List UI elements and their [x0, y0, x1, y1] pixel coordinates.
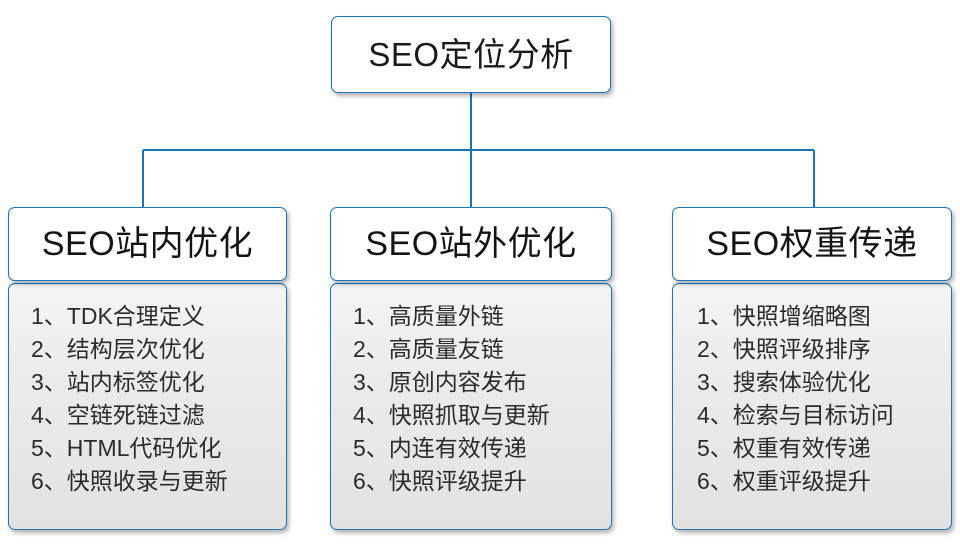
root-node-title: SEO定位分析 [368, 36, 574, 73]
list-item: 4、空链死链过滤 [31, 402, 205, 428]
list-item: 2、高质量友链 [353, 336, 504, 362]
branch-header-title-2: SEO站外优化 [365, 225, 577, 263]
list-item: 1、快照增缩略图 [697, 303, 871, 329]
list-item: 5、权重有效传递 [697, 435, 871, 461]
list-item: 4、快照抓取与更新 [353, 402, 550, 428]
item-list-3: 1、快照增缩略图 2、快照评级排序 3、搜索体验优化 4、检索与目标访问 5、权… [673, 300, 951, 498]
branch-column-2: SEO站外优化 1、高质量外链 2、高质量友链 3、原创内容发布 4、快照抓取与… [330, 207, 612, 530]
list-item: 3、搜索体验优化 [697, 369, 871, 395]
branch-column-3: SEO权重传递 1、快照增缩略图 2、快照评级排序 3、搜索体验优化 4、检索与… [672, 207, 952, 530]
root-node[interactable]: SEO定位分析 [331, 16, 611, 93]
branch-header-1[interactable]: SEO站内优化 [8, 207, 287, 281]
list-item: 6、快照评级提升 [353, 468, 527, 494]
branch-header-3[interactable]: SEO权重传递 [672, 207, 952, 281]
branch-body-3: 1、快照增缩略图 2、快照评级排序 3、搜索体验优化 4、检索与目标访问 5、权… [672, 283, 952, 530]
branch-column-1: SEO站内优化 1、TDK合理定义 2、结构层次优化 3、站内标签优化 4、空链… [8, 207, 287, 530]
list-item: 1、TDK合理定义 [31, 303, 205, 329]
item-list-2: 1、高质量外链 2、高质量友链 3、原创内容发布 4、快照抓取与更新 5、内连有… [331, 300, 611, 498]
list-item: 1、高质量外链 [353, 303, 504, 329]
list-item: 5、内连有效传递 [353, 435, 527, 461]
list-item: 2、结构层次优化 [31, 336, 205, 362]
list-item: 3、原创内容发布 [353, 369, 527, 395]
branch-header-2[interactable]: SEO站外优化 [330, 207, 612, 281]
list-item: 6、权重评级提升 [697, 468, 871, 494]
list-item: 6、快照收录与更新 [31, 468, 228, 494]
list-item: 2、快照评级排序 [697, 336, 871, 362]
list-item: 3、站内标签优化 [31, 369, 205, 395]
branch-body-1: 1、TDK合理定义 2、结构层次优化 3、站内标签优化 4、空链死链过滤 5、H… [8, 283, 287, 530]
item-list-1: 1、TDK合理定义 2、结构层次优化 3、站内标签优化 4、空链死链过滤 5、H… [9, 300, 286, 498]
branch-body-2: 1、高质量外链 2、高质量友链 3、原创内容发布 4、快照抓取与更新 5、内连有… [330, 283, 612, 530]
list-item: 4、检索与目标访问 [697, 402, 894, 428]
list-item: 5、HTML代码优化 [31, 435, 222, 461]
branch-header-title-1: SEO站内优化 [41, 225, 254, 263]
branch-header-title-3: SEO权重传递 [706, 225, 918, 263]
